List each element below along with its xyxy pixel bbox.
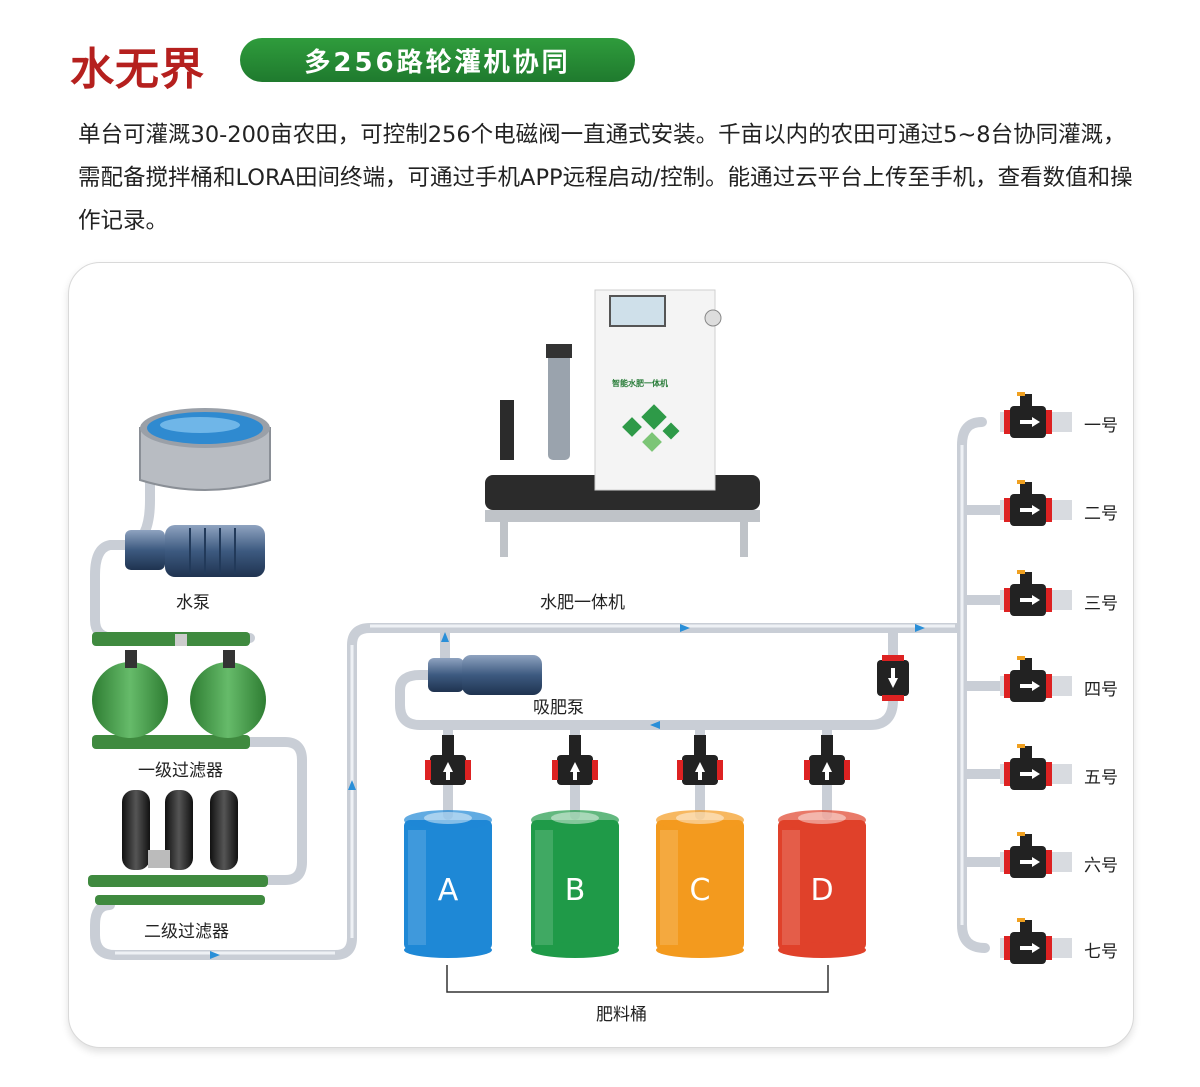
- outlet-label-6: 六号: [1084, 856, 1118, 876]
- outlet-valve-2: [1000, 480, 1072, 526]
- pump-label: 水泵: [176, 593, 210, 613]
- description-text: 单台可灌溉30-200亩农田，可控制256个电磁阀一直通式安装。千亩以内的农田可…: [78, 122, 1133, 234]
- outlet-valves: [1000, 392, 1072, 964]
- suction-pump-label: 吸肥泵: [533, 698, 584, 718]
- fertilizer-tank-c: C: [656, 810, 744, 958]
- machine-brand-text: 智能水肥一体机: [612, 378, 668, 388]
- filter2-label: 二级过滤器: [144, 922, 229, 942]
- valve-icon: [804, 735, 850, 785]
- outlet-valve-6: [1000, 832, 1072, 878]
- tank-letter: A: [438, 873, 459, 908]
- outlet-valve-1: [1000, 392, 1072, 438]
- tank-letter: B: [565, 873, 586, 908]
- suction-pump: [428, 655, 542, 695]
- water-pump: [125, 525, 265, 577]
- fertilizer-tank-d: D: [778, 810, 866, 958]
- filter1-label: 一级过滤器: [138, 761, 223, 781]
- bucket-group-label: 肥料桶: [596, 1005, 647, 1025]
- valve-icon: [425, 735, 471, 785]
- outlet-label-2: 二号: [1084, 504, 1118, 524]
- tank-letter: D: [810, 873, 833, 908]
- fertilizer-tank-b: B: [531, 810, 619, 958]
- feature-badge: 多256路轮灌机协同: [240, 38, 635, 82]
- outlet-label-7: 七号: [1084, 942, 1118, 962]
- brand-title: 水无界: [70, 44, 205, 95]
- valve-icon: [877, 655, 909, 701]
- bucket-bracket: [446, 965, 829, 993]
- outlet-label-1: 一号: [1084, 416, 1118, 436]
- fertilizer-tanks: A B C D: [404, 810, 866, 958]
- flow-arrows: [210, 624, 925, 959]
- outlet-label-3: 三号: [1084, 594, 1118, 614]
- valve-icon: [677, 735, 723, 785]
- outlet-label-5: 五号: [1084, 768, 1118, 788]
- valve-icon: [552, 735, 598, 785]
- outlet-valve-7: [1000, 918, 1072, 964]
- outlet-valve-4: [1000, 656, 1072, 702]
- fertilizer-tank-a: A: [404, 810, 492, 958]
- fertigation-machine: 智能水肥一体机: [485, 289, 760, 557]
- outlet-label-4: 四号: [1084, 680, 1118, 700]
- outlet-valve-3: [1000, 570, 1072, 616]
- primary-filter: [92, 632, 266, 749]
- secondary-filter: [88, 790, 268, 905]
- tank-valves: [425, 655, 909, 785]
- machine-label: 水肥一体机: [540, 593, 625, 613]
- water-source-tank: [139, 408, 271, 491]
- outlet-valve-5: [1000, 744, 1072, 790]
- tank-letter: C: [690, 873, 711, 908]
